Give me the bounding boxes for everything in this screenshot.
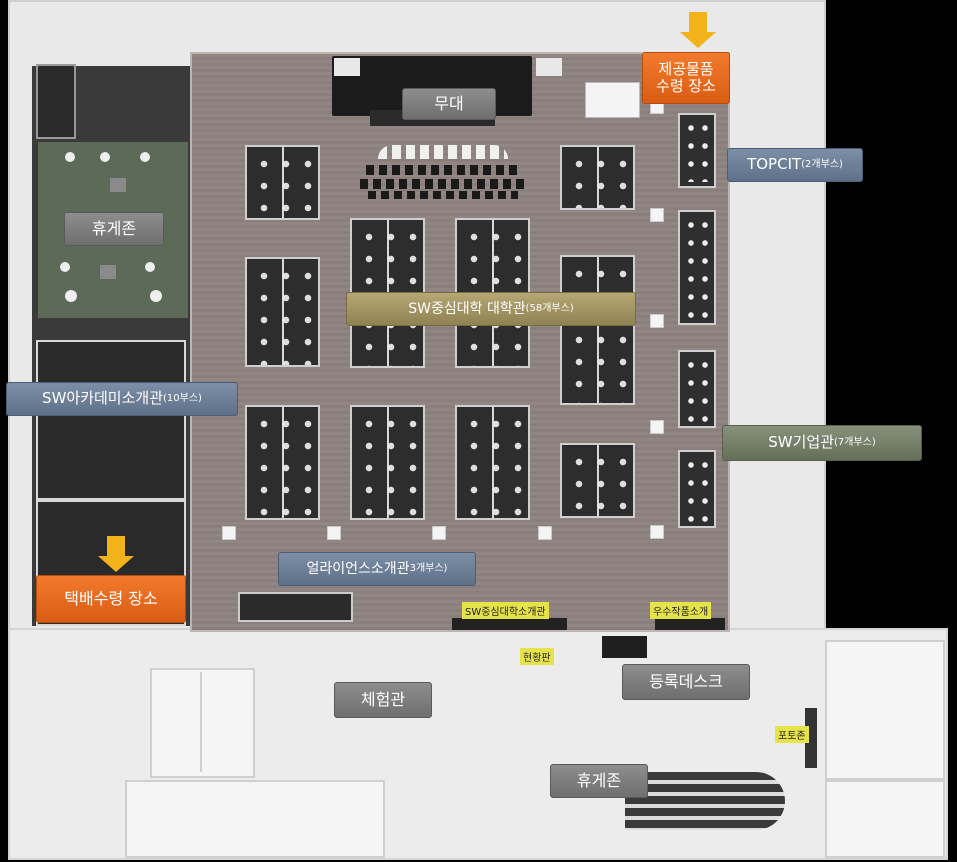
- pillar-cube: [650, 420, 664, 434]
- registration-desk-label: 등록데스크: [622, 664, 750, 700]
- rest-zone-bottom-label: 휴게존: [550, 764, 648, 798]
- sw-company-label: SW기업관(7개부스): [722, 425, 922, 461]
- experience-hall-label: 체험관: [334, 682, 432, 718]
- stage-label: 무대: [402, 88, 496, 120]
- topcit-count: (2개부스): [801, 159, 843, 171]
- booth-block: [560, 443, 635, 518]
- alliance-booth: [238, 592, 353, 622]
- topcit-text: TOPCIT: [747, 155, 802, 174]
- topcit-label: TOPCIT(2개부스): [727, 148, 863, 182]
- booth-block: [350, 405, 425, 520]
- rest-table-icon: [140, 152, 150, 162]
- excellent-work-label: 우수작품소개: [650, 602, 712, 619]
- side-booth: [678, 350, 716, 428]
- rest-zone-top-label: 휴게존: [64, 212, 164, 246]
- booth-block: [245, 405, 320, 520]
- booth-block: [245, 145, 320, 220]
- photo-zone-label: 포토존: [775, 726, 809, 743]
- stage-speaker-icon: [536, 58, 562, 76]
- excellent-work-booth: [655, 618, 725, 630]
- sw-univ-intro-label: SW중심대학소개관: [462, 602, 549, 619]
- audience-seating: [358, 145, 528, 200]
- side-booth: [678, 210, 716, 325]
- sw-central-univ-text: SW중심대학 대학관: [408, 300, 526, 317]
- photo-zone-panel: [805, 708, 817, 768]
- alliance-text: 얼라이언스소개관: [306, 560, 410, 577]
- pillar-cube: [222, 526, 236, 540]
- registration-desk-text: 등록데스크: [649, 671, 723, 691]
- booth-block: [560, 145, 635, 210]
- sw-academy-rooms: [36, 340, 186, 500]
- sw-company-count: (7개부스): [834, 437, 876, 449]
- lower-room: [825, 780, 945, 858]
- lower-room: [825, 640, 945, 780]
- pillar-cube: [650, 525, 664, 539]
- rest-zone-bottom-text: 휴게존: [576, 770, 622, 790]
- rest-table-icon: [110, 178, 126, 192]
- pillar-cube: [327, 526, 341, 540]
- side-booth: [678, 450, 716, 528]
- parcel-pickup-text: 택배수령 장소: [64, 588, 158, 608]
- sw-central-univ-count: (58개부스): [525, 303, 574, 315]
- sw-central-univ-label: SW중심대학 대학관(58개부스): [346, 292, 636, 326]
- rest-table-icon: [65, 152, 75, 162]
- alliance-count: 3개부스): [409, 563, 448, 575]
- room-divider: [200, 672, 202, 772]
- rest-zone-top-text: 휴게존: [91, 218, 137, 238]
- experience-hall-text: 체험관: [360, 689, 406, 709]
- stage-speaker-icon: [334, 58, 360, 76]
- side-booth: [678, 113, 716, 188]
- gift-pickup-line1: 제공물품: [658, 59, 714, 78]
- rest-table-icon: [60, 262, 70, 272]
- pillar-cube: [650, 208, 664, 222]
- stage-label-text: 무대: [434, 93, 464, 113]
- pillar-cube: [538, 526, 552, 540]
- parcel-pickup-label: 택배수령 장소: [36, 575, 186, 623]
- pillar-cube: [650, 314, 664, 328]
- pillar-cube: [432, 526, 446, 540]
- parcel-pickup-arrow-icon: [98, 536, 134, 572]
- lower-room: [125, 780, 385, 858]
- rest-table-icon: [100, 265, 116, 279]
- rest-table-icon: [100, 152, 110, 162]
- booth-block: [455, 405, 530, 520]
- sw-academy-text: SW아카데미소개관: [42, 389, 164, 408]
- experience-room: [150, 668, 255, 778]
- gift-counter: [585, 82, 640, 118]
- rest-table-icon: [145, 262, 155, 272]
- gift-pickup-label: 제공물품 수령 장소: [642, 52, 730, 104]
- rest-table-icon: [150, 290, 162, 302]
- sw-univ-intro-booth: [452, 618, 567, 630]
- registration-counter: [602, 636, 647, 658]
- gift-pickup-arrow-icon: [680, 12, 716, 48]
- status-board-label: 현황판: [520, 648, 554, 665]
- sw-academy-count: (10부스): [163, 393, 202, 405]
- corner-room: [36, 64, 76, 139]
- sw-company-text: SW기업관: [768, 433, 834, 452]
- staircase: [625, 772, 785, 830]
- gift-pickup-line2: 수령 장소: [656, 77, 716, 95]
- sw-academy-label: SW아카데미소개관(10부스): [6, 382, 238, 416]
- rest-table-icon: [65, 290, 77, 302]
- booth-block: [560, 255, 635, 405]
- booth-block: [245, 257, 320, 367]
